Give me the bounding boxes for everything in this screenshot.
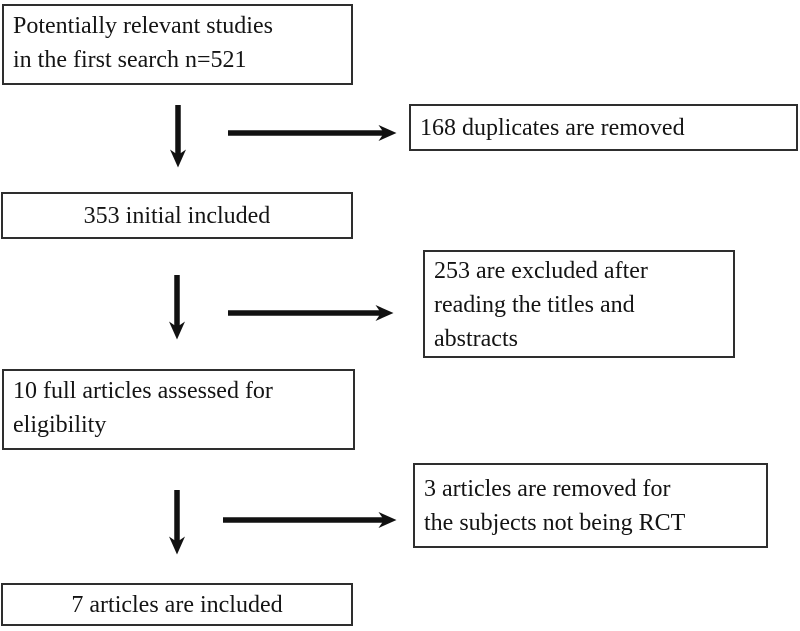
box-removed-not-rct-line2: the subjects not being RCT: [424, 509, 686, 536]
box-excluded-titles-line3: abstracts: [434, 326, 518, 352]
box-initial-search: Potentially relevant studies in the firs…: [2, 4, 353, 85]
box-excluded-titles-line2: reading the titles and: [434, 292, 635, 318]
box-excluded-titles-abstracts: 253 are excluded after reading the title…: [423, 250, 735, 358]
box-removed-not-rct-line1: 3 articles are removed for: [424, 475, 671, 502]
box-articles-included: 7 articles are included: [1, 583, 353, 626]
box-removed-not-rct: 3 articles are removed for the subjects …: [413, 463, 768, 548]
box-initial-included: 353 initial included: [1, 192, 353, 239]
box-articles-included-line1: 7 articles are included: [71, 591, 283, 618]
box-initial-search-line2: in the first search n=521: [13, 47, 247, 73]
box-fulltext-assessed-line2: eligibility: [13, 412, 107, 438]
box-duplicates-removed: 168 duplicates are removed: [409, 104, 798, 151]
box-fulltext-assessed: 10 full articles assessed for eligibilit…: [2, 369, 355, 450]
box-initial-search-line1: Potentially relevant studies: [13, 13, 273, 39]
box-fulltext-assessed-line1: 10 full articles assessed for: [13, 378, 273, 404]
box-initial-included-line1: 353 initial included: [83, 202, 271, 229]
box-excluded-titles-line1: 253 are excluded after: [434, 258, 648, 284]
box-duplicates-removed-line1: 168 duplicates are removed: [420, 114, 685, 141]
